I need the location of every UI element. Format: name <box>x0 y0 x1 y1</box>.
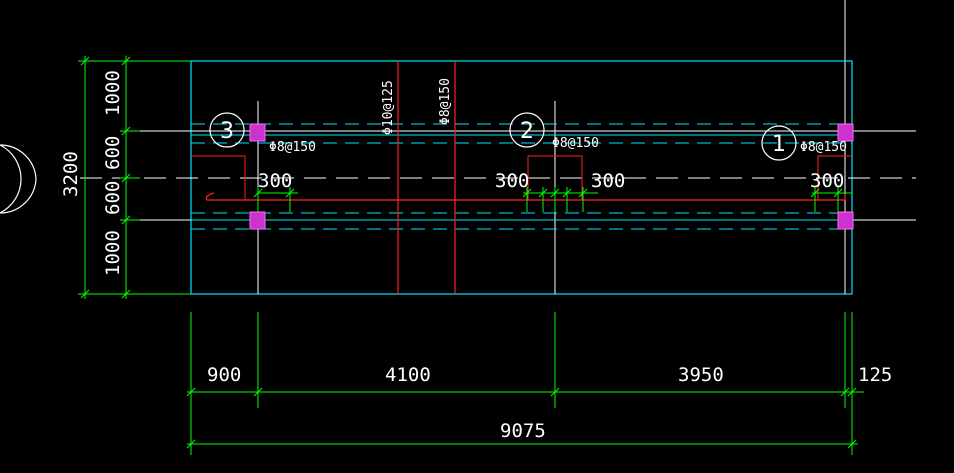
horizontal-dimension-lines <box>186 312 864 455</box>
vertical-dim-1000-bottom: 1000 <box>102 230 124 276</box>
horizontal-dim-3950: 3950 <box>678 364 724 386</box>
column-axis3-bottom <box>249 211 266 230</box>
axis-label-1: 1 <box>772 132 786 157</box>
axis-bubble-3 <box>209 112 245 148</box>
axis-label-3: 3 <box>220 119 234 144</box>
column-axis1-bottom <box>837 211 854 230</box>
vertical-dimension-lines <box>78 56 191 299</box>
offset-dim-axis1: 300 <box>810 170 844 192</box>
column-offset-dims <box>253 187 852 212</box>
columns <box>249 123 854 230</box>
horizontal-dim-900: 900 <box>207 364 241 386</box>
beam-edge-dashed-lines <box>191 123 852 230</box>
axis-bubbles <box>209 112 797 161</box>
axis-bubble-1 <box>761 125 797 161</box>
rebar-note-phi8-150-vertical: Φ8@150 <box>438 78 453 125</box>
column-axis3-top <box>249 123 266 142</box>
rebar-stirrups <box>191 155 852 200</box>
left-edge-circle <box>0 144 37 214</box>
axis-label-2: 2 <box>520 119 534 144</box>
rebar-note-phi8-150-axis2: Φ8@150 <box>552 136 599 151</box>
column-axis1-top <box>837 123 854 142</box>
vertical-dim-1000-top: 1000 <box>102 70 124 116</box>
rebar-note-phi8-150-axis3: Φ8@150 <box>269 140 316 155</box>
beam-edge-solid-lines <box>191 134 852 221</box>
horizontal-dim-total: 9075 <box>500 420 546 442</box>
vertical-dim-600-lower: 600 <box>102 181 124 215</box>
rebar-note-phi10-125: Φ10@125 <box>381 80 396 135</box>
offset-dim-axis3: 300 <box>258 170 292 192</box>
horizontal-dim-4100: 4100 <box>385 364 431 386</box>
offset-dim-axis2-left: 300 <box>495 170 529 192</box>
rebar-horizontal <box>205 192 846 201</box>
vertical-dim-total: 3200 <box>60 151 82 197</box>
vertical-dim-600-upper: 600 <box>102 136 124 170</box>
rebar-vertical <box>397 61 456 294</box>
axis-lines <box>257 101 846 294</box>
axis-bubble-2 <box>509 112 545 148</box>
horizontal-dim-125: 125 <box>858 364 892 386</box>
offset-dim-axis2-right: 300 <box>591 170 625 192</box>
rebar-note-phi8-150-axis1: Φ8@150 <box>800 140 847 155</box>
